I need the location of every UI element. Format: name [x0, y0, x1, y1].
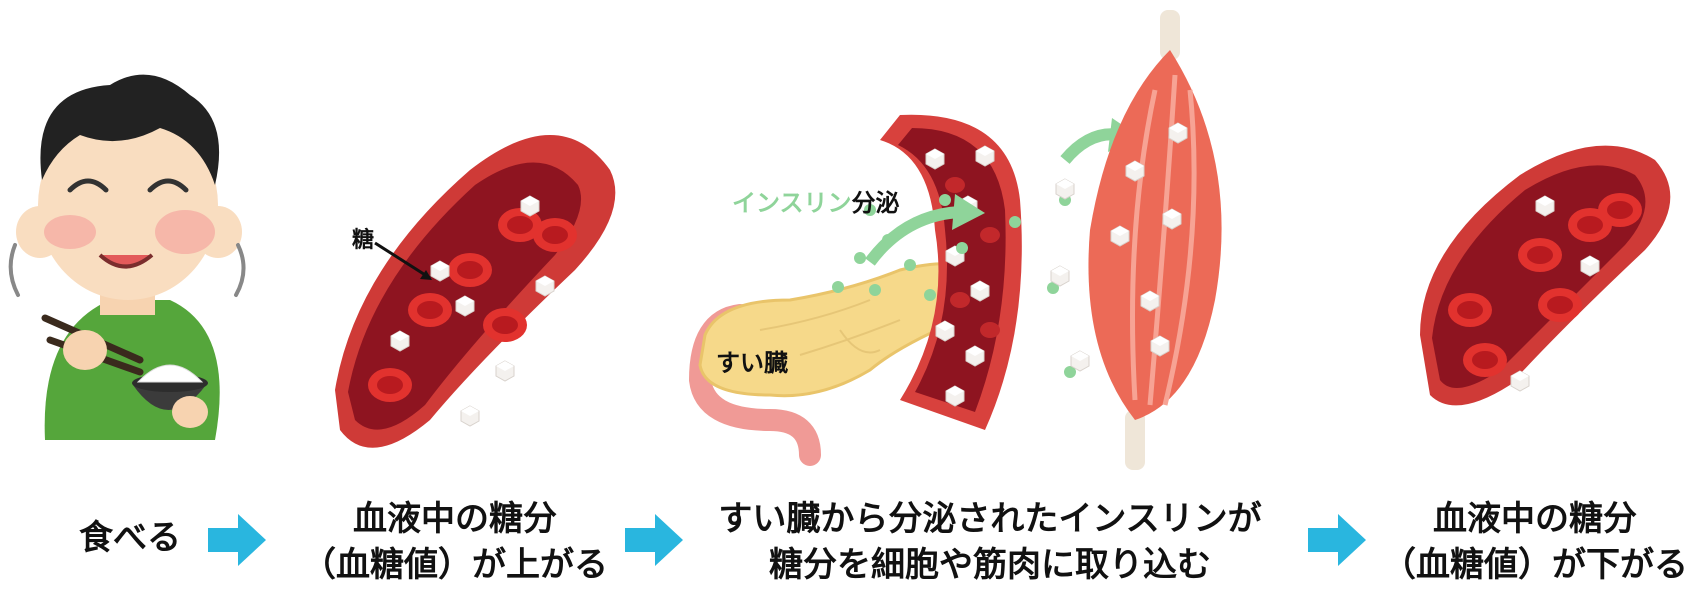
sugar-pointer [374, 241, 431, 280]
caption-line: 糖分を細胞や筋肉に取り込む [769, 545, 1211, 585]
arrow-right-icon [1308, 514, 1366, 566]
step-blood-sugar-down-caption: 血液中の糖分 （血糖値）が下がる [1370, 496, 1700, 588]
insulin-arrow-icon [865, 206, 961, 266]
blood-vessel-low-icon [1420, 145, 1671, 406]
step-insulin-caption: すい臓から分泌されたインスリンが 糖分を細胞や筋肉に取り込む [690, 496, 1290, 588]
rice-bowl [133, 385, 206, 410]
hair [40, 74, 220, 185]
face [38, 110, 218, 300]
pancreas-label: すい臓 [716, 349, 788, 377]
step-eat-caption: 食べる [50, 515, 210, 561]
caption-line: 血液中の糖分 [1433, 499, 1637, 539]
step-blood-sugar-up-caption: 血液中の糖分 （血糖値）が上がる [290, 496, 620, 588]
secretion-word: 分泌 [851, 189, 900, 217]
insulin-label: インスリン分泌 [732, 183, 900, 218]
caption-line: （血糖値）が下がる [1382, 545, 1688, 585]
muscle-icon [1088, 10, 1222, 470]
boy-eating-icon [8, 74, 246, 440]
arrow-right-icon [208, 514, 266, 566]
insulin-word: インスリン [732, 189, 852, 217]
insulin-dots [832, 194, 1076, 378]
caption-line: 血液中の糖分 [353, 499, 557, 539]
sugar-label: 糖 [352, 228, 375, 253]
arrow-right-icon [625, 514, 683, 566]
caption-line: 食べる [79, 518, 181, 558]
caption-line: すい臓から分泌されたインスリンが [718, 499, 1262, 539]
caption-line: （血糖値）が上がる [302, 545, 608, 585]
vessel-segment-icon [880, 114, 1022, 430]
blood-vessel-icon [335, 135, 616, 448]
